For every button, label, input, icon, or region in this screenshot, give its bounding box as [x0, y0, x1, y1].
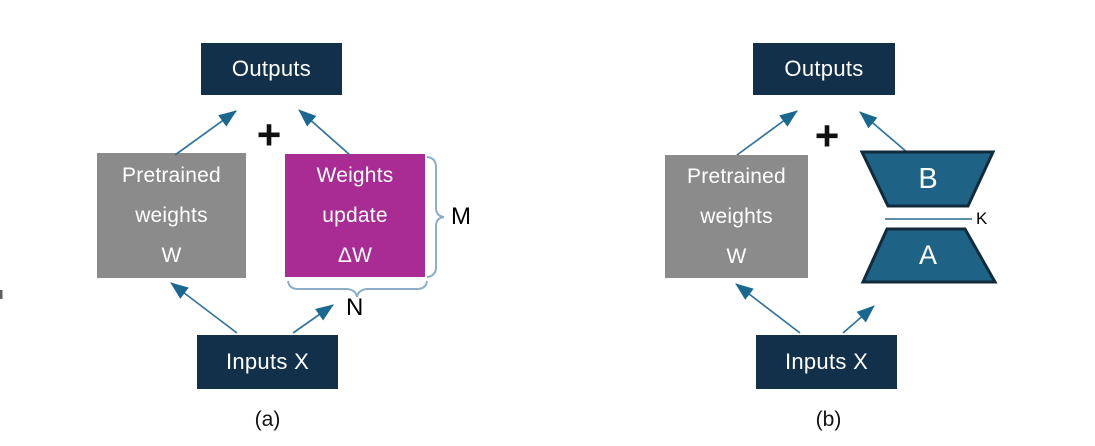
pretrained-weights-box-a: Pretrained weights W: [97, 153, 246, 278]
matrix-b-label: B: [918, 163, 938, 195]
dimension-label-k: K: [976, 209, 988, 228]
arrow-inputs-to-w-a: [170, 282, 238, 334]
arrow-inputs-to-deltaw: [292, 304, 334, 334]
pretrained-line2: weights: [135, 203, 208, 227]
matrix-a-label: A: [918, 240, 937, 270]
arrow-b-to-outputs: [859, 111, 909, 154]
weights-update-line1: Weights: [316, 163, 394, 187]
pretrained-line1: Pretrained: [122, 163, 221, 187]
left-edge-artifact: [0, 290, 3, 299]
outputs-box-b: Outputs: [753, 43, 895, 95]
weights-update-line3: ΔW: [337, 243, 373, 267]
outputs-label-b: Outputs: [784, 56, 864, 81]
arrow-w-to-outputs-b: [736, 110, 798, 156]
brace-m: [426, 156, 445, 278]
outputs-box-a: Outputs: [201, 43, 342, 95]
arrow-deltaw-to-outputs: [298, 109, 351, 156]
outputs-label-a: Outputs: [231, 56, 312, 81]
pretrained-line2: weights: [700, 204, 773, 228]
inputs-box-a: Inputs X: [197, 335, 338, 389]
arrow-w-to-outputs-a: [174, 110, 237, 156]
pretrained-line1: Pretrained: [687, 164, 786, 188]
plus-sign-a: +: [256, 111, 282, 158]
inputs-label-a: Inputs X: [225, 349, 310, 374]
arrow-inputs-to-a: [842, 305, 875, 334]
dimension-label-n: N: [346, 294, 364, 321]
weights-update-line2: update: [322, 203, 388, 227]
caption-a: (a): [254, 408, 281, 431]
pretrained-line3: W: [161, 243, 182, 267]
weights-update-box: Weights update ΔW: [285, 154, 425, 277]
plus-sign-b: +: [814, 112, 840, 159]
pretrained-line3: W: [726, 244, 747, 268]
dimension-label-m: M: [451, 203, 471, 230]
inputs-box-b: Inputs X: [756, 335, 897, 389]
arrow-inputs-to-w-b: [735, 283, 801, 334]
pretrained-weights-box-b: Pretrained weights W: [665, 155, 808, 278]
caption-b: (b): [815, 408, 842, 431]
inputs-label-b: Inputs X: [784, 349, 869, 374]
